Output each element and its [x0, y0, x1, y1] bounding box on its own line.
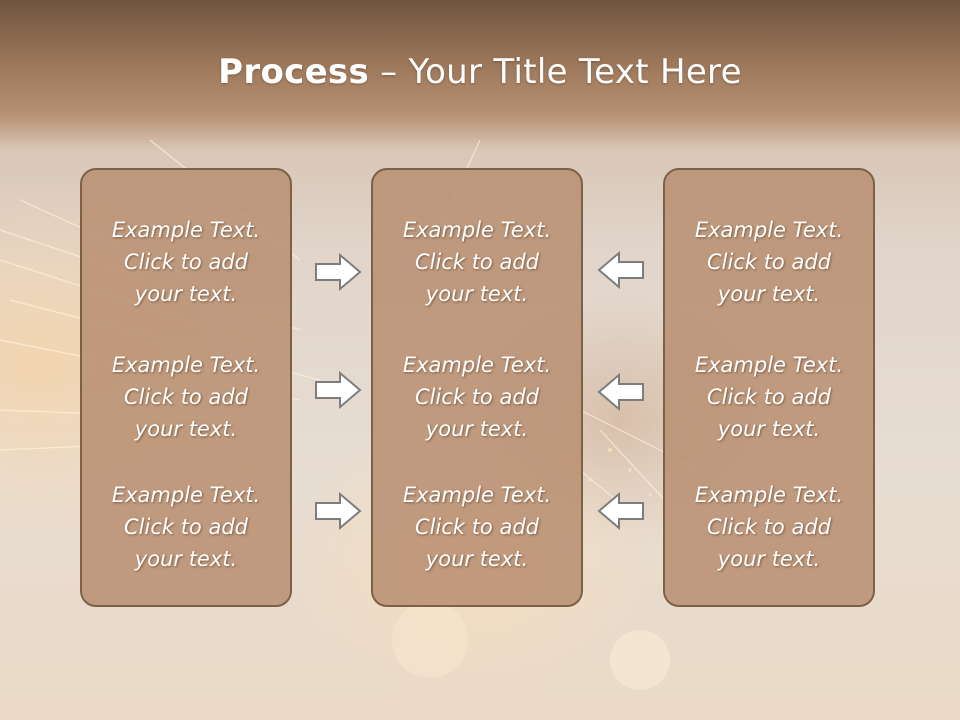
process-column-right[interactable]: Example Text. Click to add your text. Ex…	[663, 168, 875, 607]
text-line: Example Text.	[694, 218, 844, 242]
text-block[interactable]: Example Text. Click to add your text.	[373, 214, 581, 310]
text-line: Example Text.	[402, 483, 552, 507]
title-rest-text: – Your Title Text Here	[369, 52, 742, 92]
text-line: Click to add	[123, 385, 248, 409]
arrow-right-icon[interactable]	[314, 491, 362, 531]
text-block[interactable]: Example Text. Click to add your text.	[665, 214, 873, 310]
text-block[interactable]: Example Text. Click to add your text.	[82, 214, 290, 310]
text-line: Example Text.	[694, 483, 844, 507]
arrow-left-icon[interactable]	[597, 491, 645, 531]
arrow-right-icon[interactable]	[314, 370, 362, 410]
text-line: Example Text.	[111, 218, 261, 242]
text-line: your text.	[425, 547, 529, 571]
text-line: your text.	[717, 547, 821, 571]
text-line: Example Text.	[111, 483, 261, 507]
text-line: Click to add	[414, 250, 539, 274]
title-bold-text: Process	[218, 52, 370, 92]
text-line: your text.	[134, 282, 238, 306]
text-block[interactable]: Example Text. Click to add your text.	[373, 479, 581, 575]
text-line: Click to add	[414, 385, 539, 409]
arrow-left-icon[interactable]	[597, 250, 645, 290]
text-line: Example Text.	[694, 353, 844, 377]
text-line: your text.	[134, 417, 238, 441]
process-column-left[interactable]: Example Text. Click to add your text. Ex…	[80, 168, 292, 607]
text-line: your text.	[717, 417, 821, 441]
text-block[interactable]: Example Text. Click to add your text.	[665, 479, 873, 575]
text-line: Example Text.	[402, 353, 552, 377]
text-block[interactable]: Example Text. Click to add your text.	[82, 349, 290, 445]
text-block[interactable]: Example Text. Click to add your text.	[373, 349, 581, 445]
text-line: Click to add	[414, 515, 539, 539]
process-column-middle[interactable]: Example Text. Click to add your text. Ex…	[371, 168, 583, 607]
text-block[interactable]: Example Text. Click to add your text.	[665, 349, 873, 445]
text-line: Click to add	[706, 385, 831, 409]
arrow-left-icon[interactable]	[597, 372, 645, 412]
text-line: Example Text.	[402, 218, 552, 242]
text-line: your text.	[134, 547, 238, 571]
slide-title[interactable]: Process – Your Title Text Here	[0, 52, 960, 92]
arrow-right-icon[interactable]	[314, 252, 362, 292]
text-line: Click to add	[706, 515, 831, 539]
text-block[interactable]: Example Text. Click to add your text.	[82, 479, 290, 575]
text-line: Click to add	[706, 250, 831, 274]
text-line: Click to add	[123, 515, 248, 539]
text-line: your text.	[717, 282, 821, 306]
text-line: Click to add	[123, 250, 248, 274]
text-line: your text.	[425, 282, 529, 306]
text-line: your text.	[425, 417, 529, 441]
text-line: Example Text.	[111, 353, 261, 377]
